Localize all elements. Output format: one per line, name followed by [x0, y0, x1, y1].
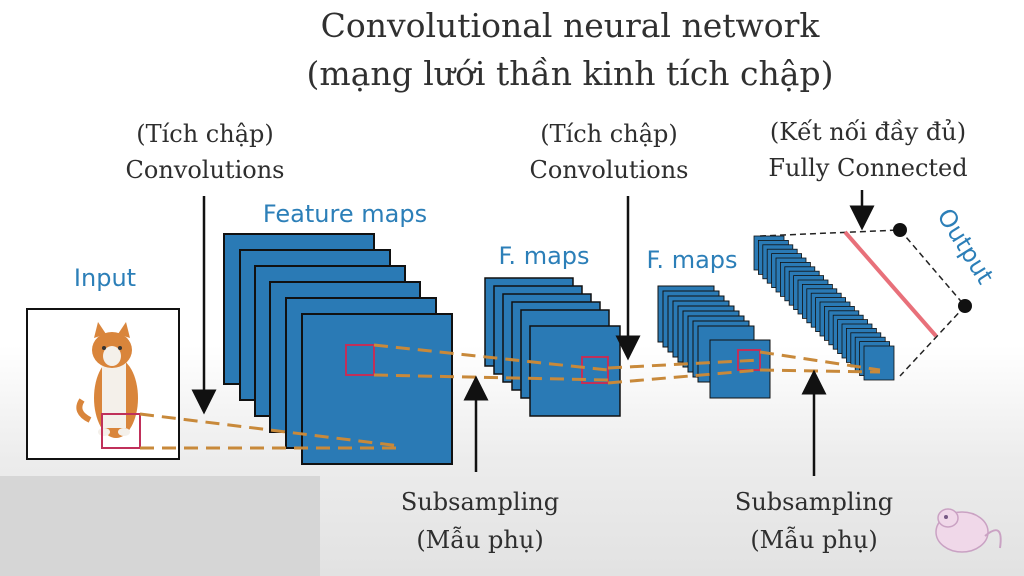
- mascot-logo: [935, 508, 1002, 553]
- subsampling2-label-en: Subsampling: [734, 488, 894, 516]
- feature-maps-stack: [223, 233, 453, 465]
- subsampling1-label-en: Subsampling: [400, 488, 560, 516]
- feature-maps-label: Feature maps: [262, 200, 428, 228]
- fmaps2-label: F. maps: [646, 246, 738, 274]
- conv1-label-vi: (Tích chập): [136, 120, 274, 148]
- cat-image: [76, 322, 138, 438]
- output-node-icon: [958, 299, 972, 313]
- input-label: Input: [73, 264, 137, 292]
- fc-layer: [863, 345, 895, 381]
- subsampling2-label-vi: (Mẫu phụ): [750, 526, 878, 554]
- fc-label-en: Fully Connected: [768, 154, 968, 182]
- fc-label-vi: (Kết nối đầy đủ): [769, 118, 967, 146]
- fmaps2-stack: [657, 285, 771, 399]
- title-line-2: (mạng lưới thần kinh tích chập): [306, 54, 834, 93]
- title-line-1: Convolutional neural network: [320, 6, 820, 45]
- conv2-label-en: Convolutions: [529, 156, 689, 184]
- bottom-left-panel: [0, 476, 320, 576]
- conv2-label-vi: (Tích chập): [540, 120, 678, 148]
- fc-stack: [753, 235, 895, 381]
- fmaps1-label: F. maps: [498, 242, 590, 270]
- input-image: [26, 308, 180, 460]
- output-node-icon: [893, 223, 907, 237]
- connection-lines: [139, 343, 881, 450]
- conv1-label-en: Convolutions: [125, 156, 285, 184]
- input-receptive-field: [101, 413, 141, 449]
- output-region: [759, 223, 972, 377]
- fmaps1-stack: [484, 277, 621, 417]
- subsampling1-label-vi: (Mẫu phụ): [416, 526, 544, 554]
